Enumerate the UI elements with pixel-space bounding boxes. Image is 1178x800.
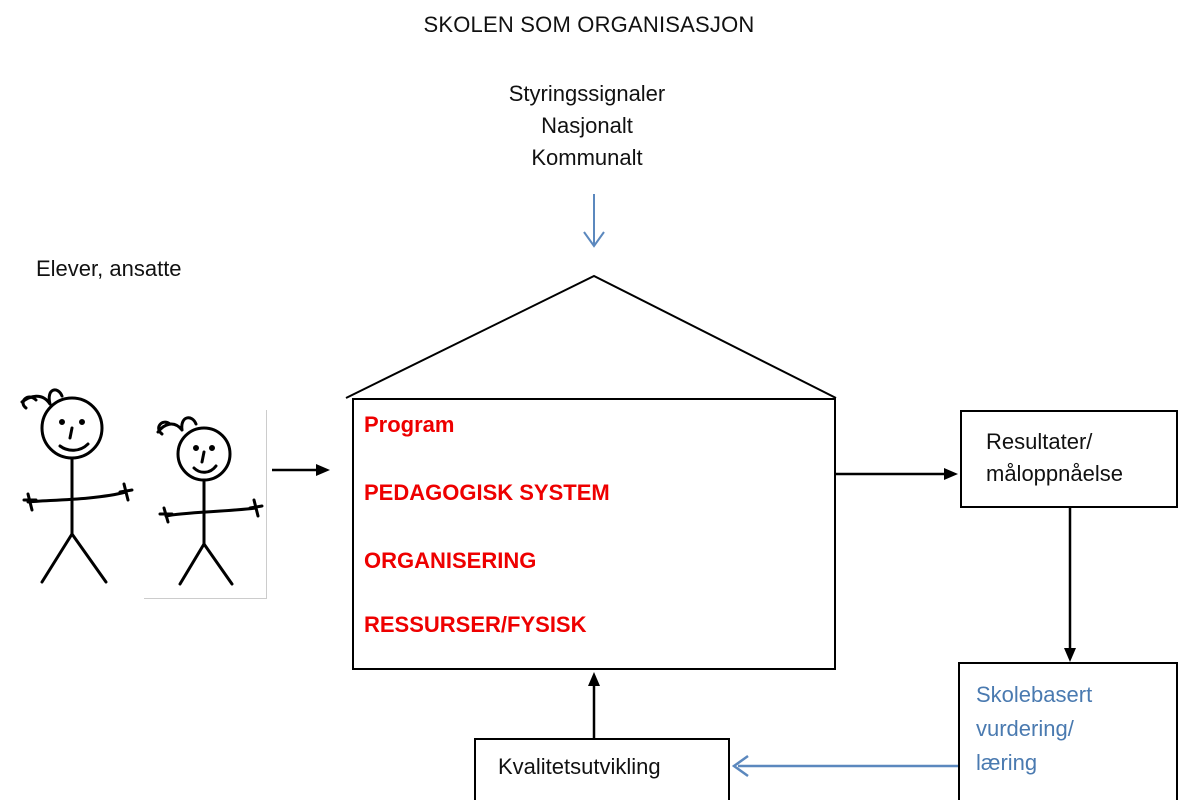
- students-staff-label: Elever, ansatte: [36, 256, 182, 281]
- school-item-organisation: ORGANISERING: [364, 548, 537, 573]
- results-box: Resultater/ måloppnåelse: [960, 410, 1178, 508]
- feedback-arrowhead: [588, 672, 600, 686]
- students-arrowhead: [316, 464, 330, 476]
- signals-arrowhead: [583, 231, 605, 248]
- assessment-line: Skolebasert: [976, 682, 1093, 707]
- results-arrowhead: [944, 468, 958, 480]
- school-item-pedagogical-system: PEDAGOGISK SYSTEM: [364, 480, 610, 505]
- quality-arrowhead: [731, 754, 749, 778]
- assessment-box: Skolebasert vurdering/ læring: [958, 662, 1178, 800]
- stick-figure-large-icon: [20, 388, 134, 584]
- school-roof: [345, 274, 837, 399]
- assessment-line: læring: [976, 750, 1038, 775]
- quality-label: Kvalitetsutvikling: [498, 754, 661, 779]
- stick-figure-small-icon: [156, 416, 264, 586]
- results-line: måloppnåelse: [986, 461, 1123, 486]
- signal-label: Nasjonalt: [541, 113, 633, 138]
- school-item-program: Program: [364, 412, 455, 437]
- signal-label: Kommunalt: [531, 145, 643, 170]
- governance-signals: Styringssignaler Nasjonalt Kommunalt: [440, 78, 734, 174]
- assessment-text: Skolebasert vurdering/ læring: [976, 678, 1092, 780]
- results-line: Resultater/: [986, 429, 1093, 454]
- school-item-resources: RESSURSER/FYSISK: [364, 612, 587, 637]
- assessment-arrowhead: [1064, 648, 1076, 662]
- results-text: Resultater/ måloppnåelse: [986, 426, 1123, 490]
- quality-box: Kvalitetsutvikling: [474, 738, 730, 800]
- school-box: Program PEDAGOGISK SYSTEM ORGANISERING R…: [352, 398, 836, 670]
- diagram-title: SKOLEN SOM ORGANISASJON: [423, 12, 755, 37]
- assessment-line: vurdering/: [976, 716, 1074, 741]
- signal-label: Styringssignaler: [508, 81, 666, 106]
